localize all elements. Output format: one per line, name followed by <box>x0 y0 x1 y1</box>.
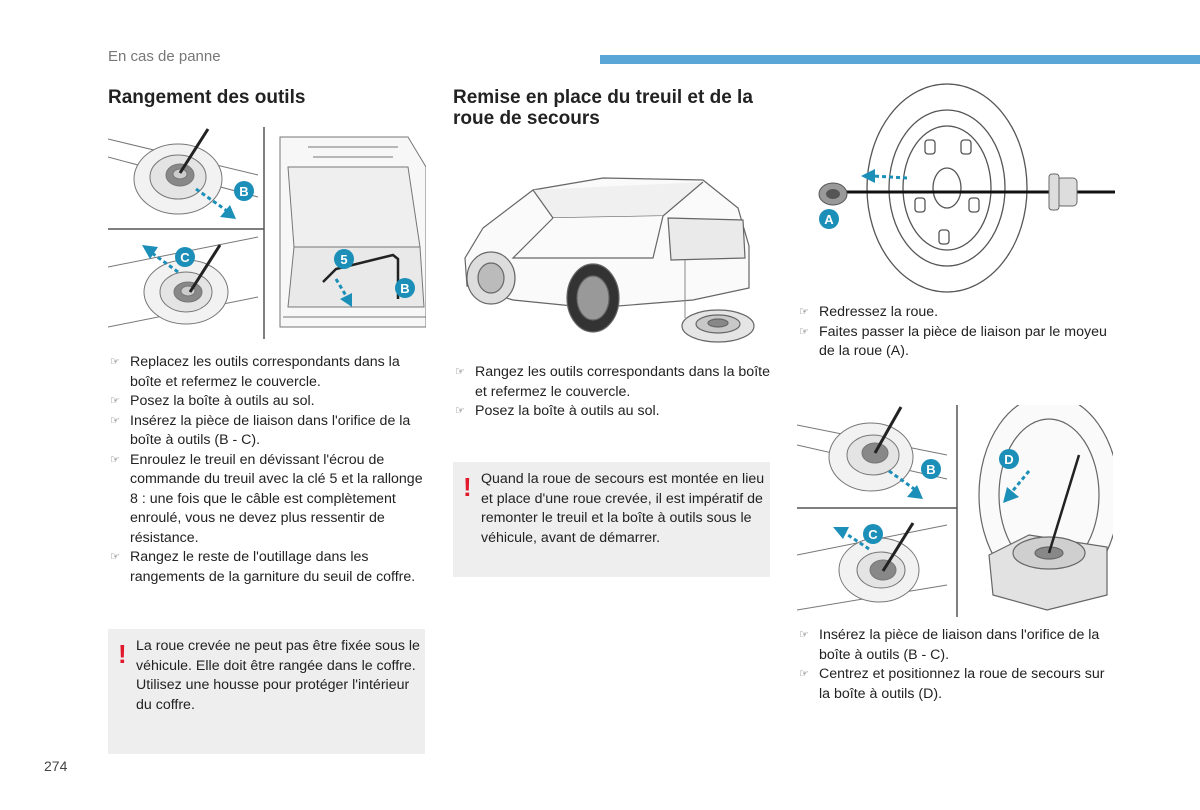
list-item: ☞Posez la boîte à outils au sol. <box>108 392 426 412</box>
warning-icon: ! <box>463 472 472 502</box>
list-item: ☞Enroulez le treuil en dévissant l'écrou… <box>110 451 423 546</box>
pointing-hand-icon: ☞ <box>799 629 809 641</box>
pointing-hand-icon: ☞ <box>110 356 120 368</box>
warning-text-2: Quand la roue de secours est montée en l… <box>481 471 765 546</box>
wheel-hub-illustration: A <box>797 80 1117 295</box>
warning-box-1: ! La roue crevée ne peut pas être fixée … <box>108 629 425 754</box>
callout-b-3: B <box>926 462 935 477</box>
col2-title: Remise en place du treuil et de la roue … <box>453 87 753 129</box>
section-label: En cas de panne <box>108 48 221 65</box>
col1-instructions: ☞Replacez les outils correspondants dans… <box>108 353 426 587</box>
callout-c-2: C <box>868 527 878 542</box>
callout-5: 5 <box>340 252 347 267</box>
list-item: ☞Replacez les outils correspondants dans… <box>110 354 400 390</box>
callout-a: A <box>824 212 834 227</box>
pointing-hand-icon: ☞ <box>110 453 120 466</box>
col2-instructions: ☞Rangez les outils correspondants dans l… <box>453 363 771 422</box>
tool-storage-svg: B C 5 B <box>108 127 426 339</box>
toolbox-placement-illustration: B C D <box>797 405 1113 617</box>
list-item: ☞Insérez la pièce de liaison dans l'orif… <box>799 627 1100 663</box>
vehicle-svg <box>464 177 755 343</box>
pointing-hand-icon: ☞ <box>455 405 465 417</box>
col3-instructions-1: ☞Redressez la roue. ☞Faites passer la pi… <box>797 303 1117 362</box>
pointing-hand-icon: ☞ <box>799 306 809 318</box>
pointing-hand-icon: ☞ <box>110 551 120 563</box>
wheel-svg: A <box>818 83 1115 293</box>
callout-b-1: B <box>239 184 248 199</box>
page-number: 274 <box>44 758 68 774</box>
list-item: ☞Faites passer la pièce de liaison par l… <box>799 323 1107 360</box>
callout-b-2: B <box>400 281 409 296</box>
pointing-hand-icon: ☞ <box>455 366 465 378</box>
col1-title: Rangement des outils <box>108 87 306 108</box>
warning-text-1: La roue crevée ne peut pas être fixée so… <box>136 638 420 713</box>
warning-icon: ! <box>118 639 127 669</box>
col3-instructions-2: ☞Insérez la pièce de liaison dans l'orif… <box>797 626 1117 704</box>
pointing-hand-icon: ☞ <box>799 325 809 338</box>
list-item: ☞Rangez les outils correspondants dans l… <box>455 364 770 400</box>
section-color-bar <box>600 55 1200 64</box>
pointing-hand-icon: ☞ <box>799 668 809 680</box>
list-item: ☞Rangez le reste de l'outillage dans les… <box>110 549 416 585</box>
callout-c-1: C <box>180 250 190 265</box>
pointing-hand-icon: ☞ <box>110 414 120 427</box>
list-item: ☞Insérez la pièce de liaison dans l'orif… <box>110 412 411 449</box>
callout-d: D <box>1004 452 1013 467</box>
tool-storage-illustration: B C 5 B <box>108 127 426 339</box>
pointing-hand-icon: ☞ <box>110 395 120 407</box>
list-item: ☞Posez la boîte à outils au sol. <box>453 402 771 422</box>
warning-box-2: ! Quand la roue de secours est montée en… <box>453 462 770 577</box>
vehicle-spare-wheel-illustration <box>453 168 771 346</box>
list-item: ☞Centrez et positionnez la roue de secou… <box>799 666 1105 702</box>
list-item: ☞Redressez la roue. <box>797 303 1117 323</box>
toolbox-svg: B C D <box>797 405 1113 617</box>
